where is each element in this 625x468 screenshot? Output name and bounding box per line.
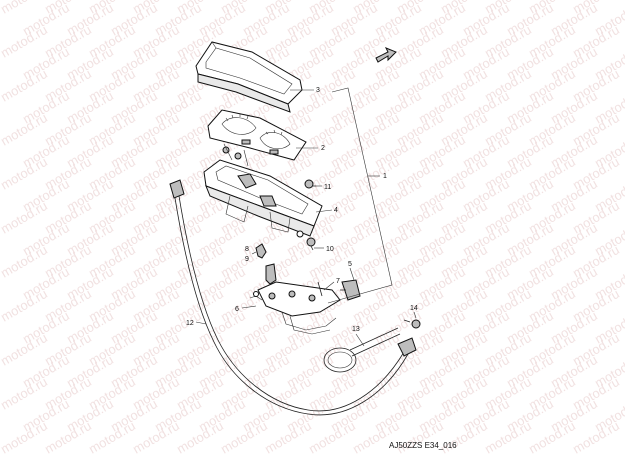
callout-8[interactable]: 8 <box>245 246 249 253</box>
callout-1[interactable]: 1 <box>383 173 387 180</box>
callout-labels: 1 2 3 4 5 6 7 8 9 10 11 12 13 14 <box>186 87 418 333</box>
meter-panel-part[interactable] <box>207 109 307 167</box>
front-arrow-icon <box>375 47 397 63</box>
callout-10[interactable]: 10 <box>326 246 334 253</box>
leader-lines <box>195 89 417 347</box>
callout-13[interactable]: 13 <box>352 326 360 333</box>
callout-6[interactable]: 6 <box>235 306 239 313</box>
callout-4[interactable]: 4 <box>334 207 338 214</box>
callout-11[interactable]: 11 <box>324 184 331 191</box>
meter-cover-part[interactable] <box>195 41 303 113</box>
cable-guide-part[interactable] <box>323 327 401 373</box>
bolt-14-part[interactable] <box>403 319 421 329</box>
meter-case-part[interactable] <box>203 159 323 238</box>
screw-11-part[interactable] <box>304 179 316 189</box>
bulb-socket-part[interactable] <box>255 243 277 293</box>
callout-12[interactable]: 12 <box>186 320 194 327</box>
callout-9[interactable]: 9 <box>245 256 249 263</box>
assembly-bracket <box>327 87 393 304</box>
callout-5[interactable]: 5 <box>348 261 352 268</box>
speedometer-cable-part[interactable] <box>169 179 417 416</box>
screw-10-part[interactable] <box>306 237 316 251</box>
callout-3[interactable]: 3 <box>316 87 320 94</box>
callout-14[interactable]: 14 <box>410 305 418 312</box>
diagram-code: AJ50ZZS E34_016 <box>389 441 457 450</box>
callout-2[interactable]: 2 <box>321 145 325 152</box>
callout-7[interactable]: 7 <box>336 278 340 285</box>
